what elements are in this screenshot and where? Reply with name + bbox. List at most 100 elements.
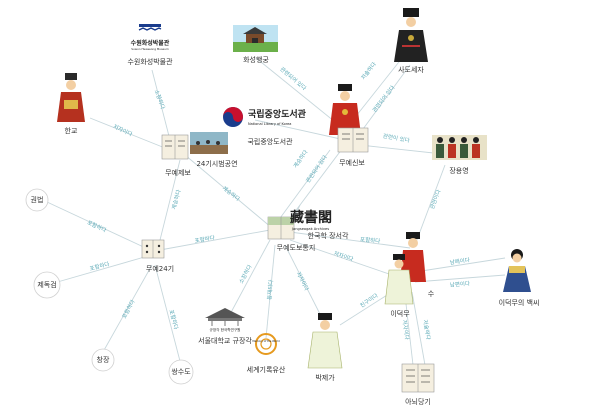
lee-deokmu-node[interactable]: 이덕무 수: [384, 232, 435, 318]
svg-text:수원화성박물관: 수원화성박물관: [131, 39, 170, 47]
node-label: 수: [428, 290, 435, 298]
pak-jega-node[interactable]: 박제가: [307, 313, 343, 382]
edge-dobo-lee: [289, 239, 393, 276]
edge-label: 남매이다: [449, 256, 470, 267]
changjang-node[interactable]: 창장: [91, 348, 115, 372]
edge-label: 포함하다: [360, 235, 381, 245]
edge-label: 관련이다: [428, 188, 442, 210]
edges: [46, 47, 506, 366]
node-label: 쌍수도: [171, 367, 191, 376]
node-label: 권법: [31, 195, 44, 204]
edge-label: 포함하다: [86, 218, 108, 234]
edge-label: 소장하다: [153, 88, 167, 110]
woman-figure-icon: [503, 249, 531, 292]
node-label: 장용영: [449, 166, 468, 175]
node-label: 이덕무: [390, 309, 410, 318]
nlk-node[interactable]: 국립중앙도서관 National Library of Korea 국립중앙도서…: [223, 107, 307, 146]
jangseogak-logo: 藏書閣 Jangseogak Archives: [290, 209, 332, 231]
jedokgeom-node[interactable]: 제독검: [33, 271, 61, 299]
edge-label: 저자이다: [295, 270, 311, 292]
book-icon: [337, 127, 369, 153]
svg-text:National Library of Korea: National Library of Korea: [248, 122, 291, 126]
node-label: 한국학 장서각: [308, 231, 349, 240]
node-circle: [25, 188, 49, 212]
node-label: 창장: [97, 355, 110, 364]
edge-24-changjang: [102, 264, 153, 353]
node-label: 제독검: [37, 281, 56, 289]
hangyo-node[interactable]: 한교: [57, 73, 85, 135]
edge-label: 등재되다: [265, 279, 275, 300]
king-figure-icon: [329, 84, 361, 135]
edge-dobo-sinbo: [284, 144, 346, 226]
node-circle: [91, 348, 115, 372]
snu-kyujanggak-node[interactable]: 규장각 한국학연구원 서울대학교 규장각: [198, 308, 252, 345]
edge-label: 계승하다: [221, 184, 242, 203]
kyujanggak-logo: 규장각 한국학연구원: [205, 308, 245, 332]
node-label: 화성행궁: [243, 55, 269, 64]
edge-label: 계승하다: [170, 189, 183, 211]
soldiers-icon: [432, 135, 487, 160]
edge-dobo-memory: [265, 244, 276, 339]
node-label: 국립중앙도서관: [247, 137, 293, 146]
muye-dobo-node[interactable]: 무예도보통지: [267, 216, 316, 252]
memory-world-node[interactable]: Memory of the World 세계기록유산: [247, 333, 286, 374]
edge-jebo-24: [159, 159, 181, 241]
palace-image: [233, 25, 278, 52]
hwaseong-node[interactable]: 화성행궁: [233, 25, 278, 64]
svg-text:규장각 한국학연구원: 규장각 한국학연구원: [210, 327, 241, 332]
node-label: 한교: [65, 127, 78, 135]
node-label: 수원화성박물관: [127, 57, 173, 66]
memory-of-world-logo: Memory of the World: [252, 333, 280, 355]
edge-dobo-jebo: [184, 154, 273, 229]
anindanggi-node[interactable]: 아뇌당기: [401, 363, 435, 406]
edge-label: 저술하다: [421, 319, 432, 340]
edge-label: 포함하다: [89, 260, 111, 273]
edge-label: 저자이다: [112, 122, 134, 138]
edge-lee-anin: [404, 294, 414, 366]
nlk-logo: 국립중앙도서관 National Library of Korea: [223, 107, 307, 127]
edge-label: 관련되어 있다: [370, 84, 396, 114]
node-label: 서울대학교 규장각: [198, 336, 252, 345]
muye-jebo-node[interactable]: 무예제보 24기시범공연: [161, 132, 238, 177]
edge-24-ssangsu: [154, 264, 182, 366]
suwon-museum-logo: 수원화성박물관 Suwon Hwaseong Museum: [131, 24, 170, 51]
edge-24-jedok: [46, 255, 149, 286]
svg-text:Suwon Hwaseong Museum: Suwon Hwaseong Museum: [131, 47, 169, 51]
scholar-figure-icon: [307, 313, 343, 369]
svg-text:Memory of the World: Memory of the World: [252, 339, 280, 343]
muye24gi-node[interactable]: 무예24기: [141, 239, 174, 273]
edge-label: 포함하다: [194, 233, 215, 244]
edge-labels: 소장하다 저자이다 관련되어 있다 저술하다 관련되어 있다 관련이 있다 계승…: [86, 60, 470, 340]
performance-photo: [190, 132, 228, 154]
gwanbeop-node[interactable]: 권법: [25, 188, 49, 212]
edge-dobo-jang: [289, 231, 411, 249]
node-label: 이덕무의 백씨: [499, 298, 540, 307]
node-label: 무예도보통지: [277, 243, 316, 252]
edge-sinbo-nlk: [254, 119, 346, 141]
node-label: 무예제보: [165, 168, 191, 177]
edge-dobo-snu: [227, 239, 271, 319]
svg-text:국립중앙도서관: 국립중앙도서관: [248, 108, 307, 120]
edge-label: 남편이다: [449, 279, 470, 288]
node-label: 무예신보: [339, 158, 365, 167]
edge-sinbo-crown2: [354, 64, 411, 141]
jangyongyeong-node[interactable]: 장용영: [432, 135, 487, 175]
edge-dobo-pak: [284, 244, 323, 319]
edge-label: 소장하다: [237, 263, 254, 285]
book-icon: [141, 239, 165, 259]
book-icon: [161, 134, 189, 160]
ssangsudo-node[interactable]: 쌍수도: [168, 359, 194, 385]
node-label: 24기시범공연: [196, 159, 237, 168]
edge-lee-wife: [414, 257, 506, 273]
edge-label: 관련되어 있다: [304, 153, 329, 184]
edge-hangyo-jebo: [89, 117, 171, 151]
muye-sinbo-node[interactable]: 무예신보: [329, 84, 369, 167]
lee-wife-node[interactable]: 이덕무의 백씨: [499, 249, 540, 307]
crown-prince-node[interactable]: 사도세자: [394, 8, 428, 74]
node-label: 박제가: [315, 373, 335, 382]
edge-lee-wife2: [414, 274, 506, 283]
edge-label: 관련이 있다: [382, 132, 410, 145]
suwon-museum-node[interactable]: 수원화성박물관 Suwon Hwaseong Museum 수원화성박물관: [127, 24, 173, 66]
jangseogak-node[interactable]: 藏書閣 Jangseogak Archives 한국학 장서각: [290, 209, 349, 240]
